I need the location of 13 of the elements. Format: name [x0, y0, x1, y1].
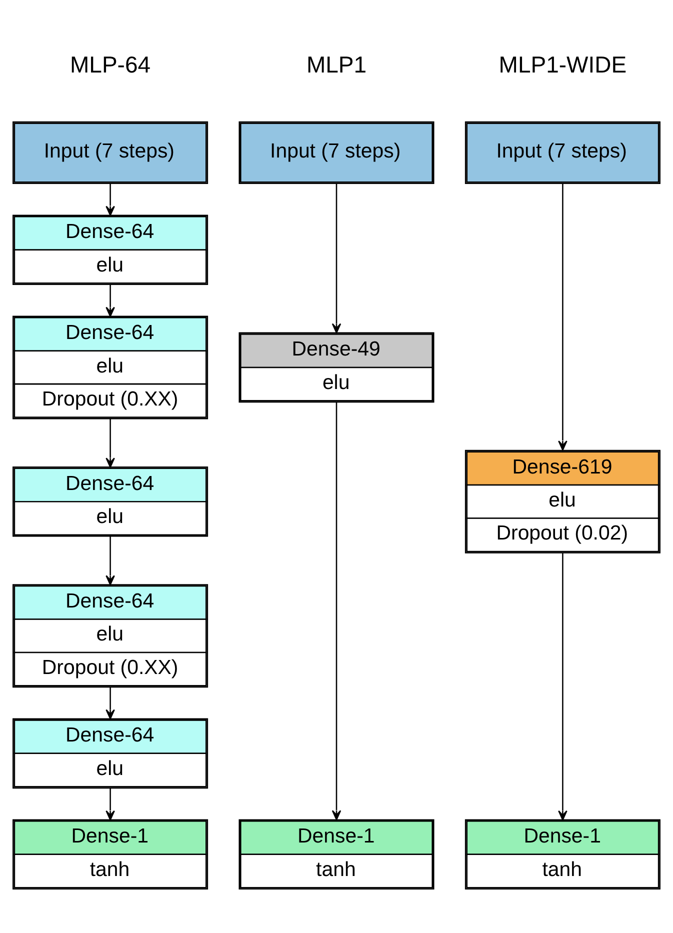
- label: MLP1: [306, 52, 367, 78]
- arrow: [106, 788, 115, 820]
- arrow: [106, 183, 115, 216]
- arrow: [106, 284, 115, 317]
- arrow: [106, 536, 115, 586]
- arrow: [332, 402, 342, 820]
- arrow: [106, 418, 115, 468]
- label: MLP1-WIDE: [498, 52, 627, 78]
- arrow: [558, 184, 568, 451]
- arrow: [106, 687, 115, 720]
- arrow: [332, 184, 342, 334]
- arrow: [558, 553, 568, 820]
- label: MLP-64: [70, 52, 151, 78]
